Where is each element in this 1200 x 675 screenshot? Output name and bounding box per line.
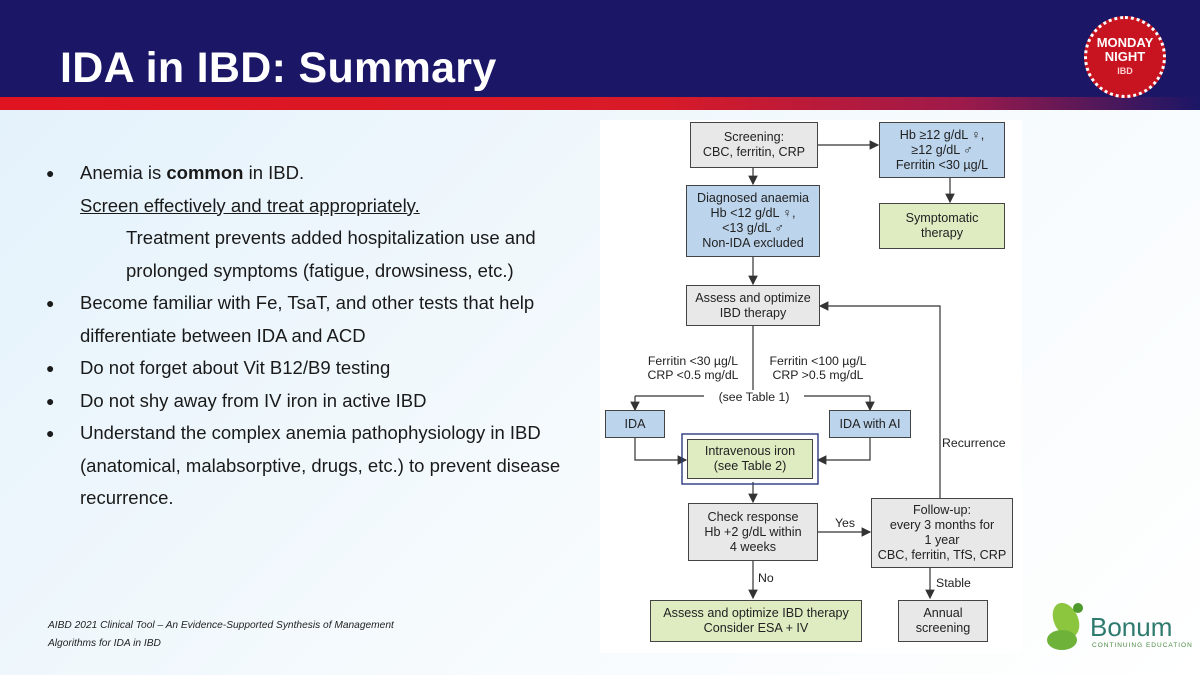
annual-screening-box: Annual screening bbox=[898, 600, 988, 642]
bullet-iv-iron: ● Do not shy away from IV iron in active… bbox=[42, 385, 602, 418]
assess-optimize-box: Assess and optimize IBD therapy bbox=[686, 285, 820, 326]
bullet-pathophysiology: ● Understand the complex anemia pathophy… bbox=[42, 417, 602, 515]
bonum-logo: Bonum CONTINUING EDUCATION bbox=[1044, 594, 1194, 658]
yes-label: Yes bbox=[834, 516, 856, 530]
ida-with-ai-box: IDA with AI bbox=[829, 410, 911, 438]
check-response-box: Check response Hb +2 g/dL within 4 weeks bbox=[688, 503, 818, 561]
recurrence-label: Recurrence bbox=[942, 436, 1006, 450]
bullet-vitamin: ● Do not forget about Vit B12/B9 testing bbox=[42, 352, 602, 385]
screen-treat-text: Screen effectively and treat appropriate… bbox=[80, 194, 420, 216]
normal-values-box: Hb ≥12 g/dL ♀, ≥12 g/dL ♂ Ferritin <30 µ… bbox=[879, 122, 1005, 178]
monday-night-ibd-logo: MONDAY NIGHT IBD bbox=[1084, 16, 1166, 98]
treatment-note: Treatment prevents added hospitalization… bbox=[126, 227, 536, 281]
bullet-tests: ● Become familiar with Fe, TsaT, and oth… bbox=[42, 287, 602, 352]
follow-up-box: Follow-up: every 3 months for 1 year CBC… bbox=[871, 498, 1013, 568]
bonum-leaf-icon bbox=[1047, 602, 1083, 650]
ida-criteria-label: Ferritin <30 µg/L CRP <0.5 mg/dL bbox=[647, 354, 739, 382]
intravenous-iron-box: Intravenous iron (see Table 2) bbox=[687, 439, 813, 479]
summary-bullet-list: ● Anemia is common in IBD. Screen effect… bbox=[42, 157, 602, 515]
bullet-anemia-common: ● Anemia is common in IBD. Screen effect… bbox=[42, 157, 602, 287]
bonum-wordmark: Bonum bbox=[1090, 612, 1173, 642]
no-label: No bbox=[758, 571, 774, 585]
slide-header bbox=[0, 0, 1200, 97]
citation: AIBD 2021 Clinical Tool – An Evidence-Su… bbox=[48, 620, 394, 649]
ida-box: IDA bbox=[605, 410, 665, 438]
screening-box: Screening: CBC, ferritin, CRP bbox=[690, 122, 818, 168]
bullet-dot-icon: ● bbox=[46, 295, 55, 311]
assess-consider-esa-box: Assess and optimize IBD therapy Consider… bbox=[650, 600, 862, 642]
header-accent-band bbox=[0, 97, 1200, 110]
bullet-dot-icon: ● bbox=[46, 425, 55, 441]
bullet-dot-icon: ● bbox=[46, 165, 55, 181]
ida-management-flowchart: Screening: CBC, ferritin, CRP Hb ≥12 g/d… bbox=[600, 120, 1022, 653]
emphasis-common: common bbox=[166, 162, 244, 183]
bonum-tagline: CONTINUING EDUCATION bbox=[1092, 642, 1193, 649]
bullet-dot-icon: ● bbox=[46, 392, 55, 409]
bullet-dot-icon: ● bbox=[46, 360, 55, 376]
see-table1-label: (see Table 1) bbox=[704, 390, 804, 404]
slide-title: IDA in IBD: Summary bbox=[60, 44, 497, 92]
diagnosed-anaemia-box: Diagnosed anaemia Hb <12 g/dL ♀, <13 g/d… bbox=[686, 185, 820, 257]
ida-ai-criteria-label: Ferritin <100 µg/L CRP >0.5 mg/dL bbox=[769, 354, 867, 382]
symptomatic-therapy-box: Symptomatic therapy bbox=[879, 203, 1005, 249]
stable-label: Stable bbox=[936, 576, 971, 590]
